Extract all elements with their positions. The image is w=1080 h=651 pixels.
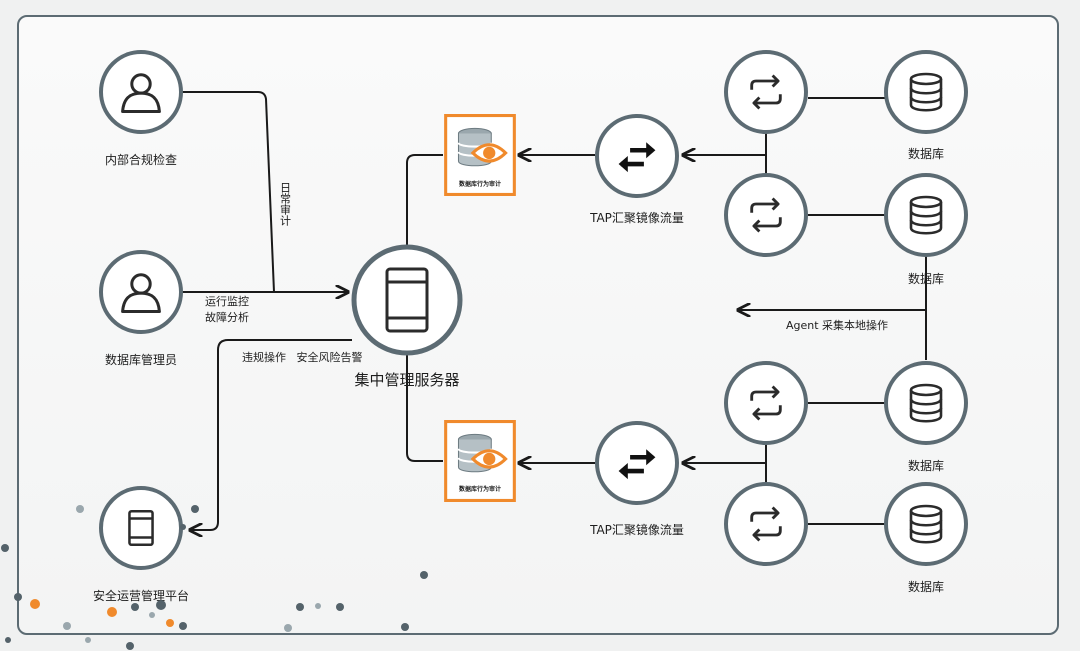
decorative-dots [1,505,428,650]
node-database-4: 数据库 [884,482,968,594]
tap-label: TAP汇聚镜像流量 [589,210,684,225]
node-database-1: 数据库 [884,50,968,161]
node-dba: 数据库管理员 [99,250,183,367]
soc-label: 安全运营管理平台 [93,588,189,603]
edge-server-to-audit-bottom [406,355,443,462]
node-database-2: 数据库 [884,173,968,286]
alerts-label: 违规操作 安全风险告警 [242,350,363,364]
node-repeat-3 [724,361,808,445]
node-audit-top: 数据库行为审计 [444,114,516,196]
edge-repeat-to-tap-bottom [683,443,767,487]
fault-analysis-label: 故障分析 [205,310,249,324]
node-repeat-4 [724,482,808,566]
node-central-server: 集中管理服务器 [351,244,463,389]
central-server-label: 集中管理服务器 [354,371,459,389]
compliance-label: 内部合规检查 [105,152,177,167]
node-audit-bottom: 数据库行为审计 [444,420,516,502]
tap-label: TAP汇聚镜像流量 [589,522,684,537]
daily-audit-label: 日常审计 [279,182,292,227]
node-compliance: 内部合规检查 [99,50,183,167]
agent-collect-label: Agent 采集本地操作 [786,318,888,332]
edge-server-to-audit-top [406,154,443,245]
edge-agent-collect [738,256,927,360]
node-tap-bottom: TAP汇聚镜像流量 [589,421,684,537]
database-label: 数据库 [908,579,944,594]
audit-device-label: 数据库行为审计 [459,180,501,188]
node-repeat-2 [724,173,808,257]
ops-monitor-label: 运行监控 [205,294,249,308]
edges [182,91,927,530]
edge-labels: 日常审计 运行监控 故障分析 违规操作 安全风险告警 Agent 采集本地操作 [205,182,888,364]
edge-repeat-to-tap-top [683,132,767,176]
database-label: 数据库 [908,458,944,473]
edge-compliance-to-server [182,91,275,293]
database-label: 数据库 [908,146,944,161]
dba-label: 数据库管理员 [105,352,177,367]
database-label: 数据库 [908,271,944,286]
node-tap-top: TAP汇聚镜像流量 [589,114,684,225]
edge-server-to-soc [190,339,352,530]
node-soc: 安全运营管理平台 [93,486,189,603]
audit-device-label: 数据库行为审计 [459,485,501,493]
node-repeat-1 [724,50,808,134]
node-database-3: 数据库 [884,361,968,473]
